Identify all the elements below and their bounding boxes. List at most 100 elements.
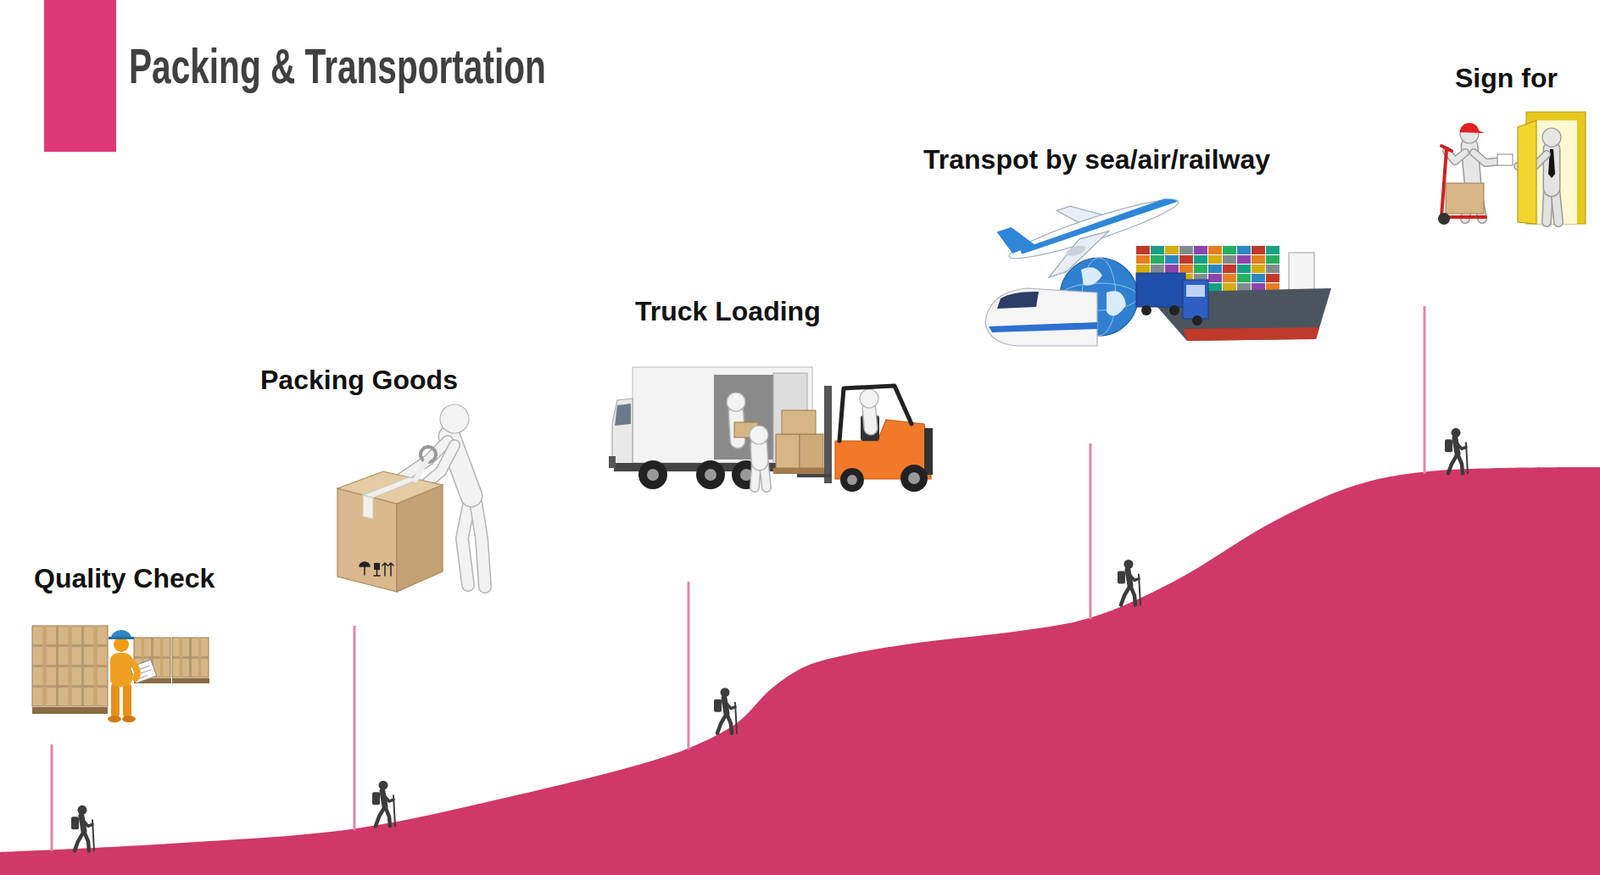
cargo-ship-part <box>1237 264 1251 274</box>
hiker-figure-part <box>1130 585 1136 606</box>
delivery-illustration <box>1438 111 1586 225</box>
hand-truck-part <box>1438 212 1450 225</box>
lorry-part <box>1182 279 1209 319</box>
hiker-figure-part <box>375 806 385 826</box>
carton-box-part <box>337 488 397 592</box>
hiker-figure <box>71 805 95 852</box>
quality-check-illustration-part <box>172 637 190 658</box>
milestone-poles-part <box>1423 306 1427 474</box>
airplane-part <box>1064 243 1088 258</box>
cargo-ship-part <box>1179 264 1194 274</box>
forklift-part <box>840 468 865 492</box>
quality-check-illustration-part <box>198 637 201 658</box>
carton-box-part <box>337 471 443 504</box>
quality-check-illustration-part <box>67 666 73 686</box>
quality-check-illustration-part <box>93 646 98 666</box>
worker-figure-part <box>726 392 746 412</box>
courier-figure-part <box>1473 152 1501 163</box>
cargo-ship-part <box>1222 255 1237 264</box>
quality-check-illustration-part <box>152 637 171 658</box>
cargo-ship <box>1136 245 1332 341</box>
handling-symbols-part <box>359 562 370 575</box>
packer-figure-part <box>440 404 469 434</box>
hiker-figure-part <box>71 816 79 830</box>
delivery-illustration-part <box>1536 120 1578 224</box>
inspector-figure <box>107 629 157 723</box>
train-part <box>985 288 1098 346</box>
quality-check-illustration-part <box>42 686 47 707</box>
quality-check-illustration-part <box>42 646 47 666</box>
cargo-ship-part <box>1208 273 1222 283</box>
quality-check-illustration-part <box>57 686 83 707</box>
step-label: Sign for <box>1455 62 1558 95</box>
step-label: Truck Loading <box>635 295 821 328</box>
quality-check-illustration-part <box>32 625 57 646</box>
lorry-part <box>1192 315 1203 326</box>
quality-check-illustration-part <box>93 686 98 707</box>
forklift-part <box>847 474 858 486</box>
cargo-ship-part <box>1251 273 1266 283</box>
quality-check-illustration-part <box>42 666 47 686</box>
cargo-ship-part <box>1179 245 1194 255</box>
forklift-part <box>900 464 928 492</box>
hiker-figure-part <box>1457 453 1463 474</box>
hiker-figure-part <box>1128 574 1139 581</box>
hiker-figure <box>713 687 737 734</box>
worker-figure <box>749 425 769 488</box>
delivery-illustration-part <box>1517 120 1537 224</box>
quality-check-illustration-part <box>32 686 57 707</box>
cargo-ship-part <box>1265 245 1280 255</box>
airplane-part <box>1005 190 1182 268</box>
hand-truck-part <box>1445 183 1484 214</box>
lorry-part <box>1169 305 1180 316</box>
forklift-part <box>775 434 800 469</box>
cargo-ship-part <box>1237 255 1251 264</box>
lorry <box>1136 273 1209 326</box>
quality-check-illustration-part <box>32 646 57 666</box>
cargo-ship-part <box>1193 264 1208 274</box>
quality-check-illustration-part <box>160 637 163 658</box>
cargo-ship-part <box>1222 264 1237 274</box>
hiker-figure-part <box>724 702 736 709</box>
airplane-part <box>996 222 1035 257</box>
quality-check-illustration <box>32 625 210 723</box>
hiker-figure-part <box>384 806 391 826</box>
hiker-figure-part <box>74 830 84 851</box>
packing-illustration <box>337 404 486 592</box>
step-label: Packing Goods <box>260 364 458 396</box>
cargo-ship-part <box>1136 264 1150 274</box>
quality-check-illustration-part <box>179 657 183 678</box>
lorry-part <box>1141 305 1152 316</box>
hiker-figure-part <box>713 699 722 713</box>
cargo-ship-part <box>1193 255 1208 264</box>
airplane-part <box>1019 195 1179 254</box>
inspector-figure-part <box>108 636 134 640</box>
packer-figure-part <box>474 496 486 587</box>
milestone-poles-part <box>687 581 691 750</box>
milestone-poles-part <box>353 625 357 831</box>
hand-truck-part <box>1441 149 1486 218</box>
airplane <box>996 173 1189 289</box>
carton-box-part <box>362 477 419 498</box>
courier-figure-part <box>1497 154 1513 166</box>
quality-check-illustration-part <box>57 625 83 646</box>
quality-check-illustration-part <box>83 686 108 707</box>
hill-part <box>0 467 1600 875</box>
hiker-figure-part <box>717 713 727 734</box>
quality-check-illustration-part <box>57 666 83 686</box>
cargo-ship-part <box>1136 245 1150 255</box>
hiker-figure-part <box>726 713 732 734</box>
quality-check-illustration-part <box>93 666 98 686</box>
worker-figure-part <box>749 425 769 445</box>
forklift-part <box>799 434 824 469</box>
slide-title: Packing & Transportation <box>128 39 547 94</box>
quality-check-illustration-part <box>172 657 190 678</box>
cargo-ship-part <box>1208 255 1222 264</box>
cargo-ship-part <box>1182 327 1320 341</box>
truck-loading-illustration-part <box>638 460 668 490</box>
worker-figure-part <box>758 445 760 463</box>
transport-illustration <box>985 173 1332 346</box>
title-bar <box>44 0 117 152</box>
forklift-part <box>869 408 871 429</box>
